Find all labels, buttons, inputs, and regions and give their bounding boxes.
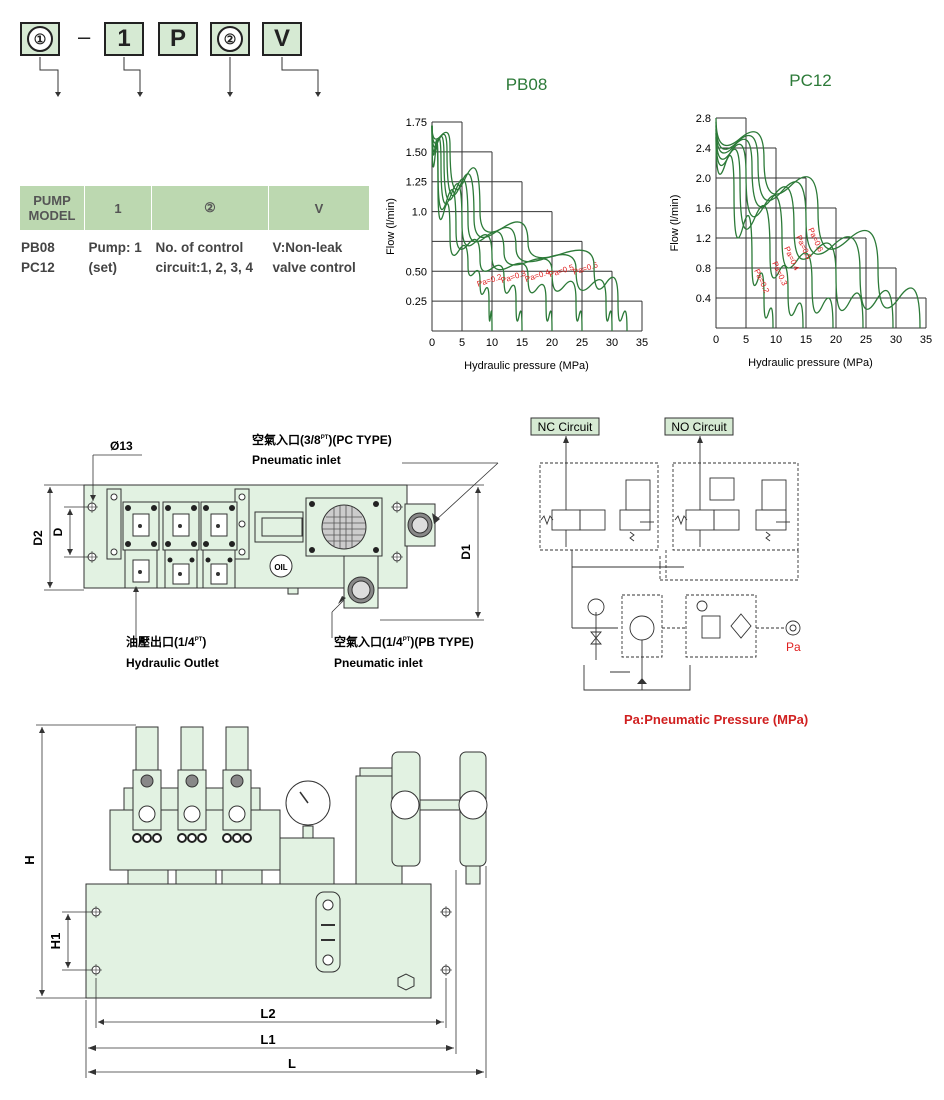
y-tick-0-3: 1.25 [406,177,427,189]
y-tick-1-0: 0.4 [696,293,711,305]
x-tick-0-1: 5 [459,337,465,349]
code-box-1: ① [20,22,60,56]
x-tick-1-1: 5 [743,334,749,346]
x-tick-1-7: 35 [920,334,932,346]
cell-circuits: No. of control circuit:1, 2, 3, 4 [155,240,254,275]
pump-grille-icon [321,504,367,550]
code-box-2: 1 [104,22,144,56]
dim-h: H [22,855,37,864]
valve-blocks [106,488,250,589]
model-table: PUMP MODEL 1 ② V PB08 PC12 Pump: 1 (set)… [20,186,370,279]
pb-inlet-en: Pneumatic inlet [334,656,423,670]
oil-level-gauge [315,891,341,973]
code-box-5: V [262,22,302,56]
code-box-4: ② [210,22,250,56]
dim-l2: L2 [260,1006,275,1021]
pc-inlet-en: Pneumatic inlet [252,453,341,467]
y-tick-1-6: 2.8 [696,113,711,125]
y-label-0: Flow (l/min) [385,198,397,255]
pa-label: Pa [786,640,801,654]
y-tick-1-4: 2.0 [696,173,711,185]
series-line-0-2 [431,125,553,332]
series-line-1-4 [715,121,894,329]
x-label-0: Hydraulic pressure (MPa) [464,360,589,372]
x-tick-0-0: 0 [429,337,435,349]
series-line-0-4 [431,125,613,332]
cell-valve: V:Non-leak valve control [272,240,356,275]
dim-d1: D1 [459,544,473,560]
y-tick-1-5: 2.4 [696,143,711,155]
code-dash: – [78,24,91,49]
x-tick-1-4: 20 [830,334,842,346]
dim-d2: D2 [31,530,45,546]
header-pump-model: PUMP MODEL [20,186,85,230]
dim-l: L [288,1056,296,1071]
x-tick-1-6: 30 [890,334,902,346]
series-line-1-2 [715,129,834,329]
nc-circuit-label: NC Circuit [538,420,593,434]
x-tick-1-2: 10 [770,334,782,346]
chart-title-0: PB08 [506,75,548,94]
dim-h1: H1 [48,933,63,950]
x-tick-0-4: 20 [546,337,558,349]
x-tick-1-5: 25 [860,334,872,346]
x-tick-0-2: 10 [486,337,498,349]
code-arrows [39,57,321,97]
x-tick-0-5: 25 [576,337,588,349]
y-tick-0-0: 0.25 [406,296,427,308]
hydraulic-schematic: NC Circuit NO Circuit [530,417,808,727]
model-pb08: PB08 [21,240,55,255]
series-line-1-5 [715,117,921,329]
oil-tank [85,883,432,999]
code-circle-2: ② [217,26,243,52]
model-pc12: PC12 [21,260,55,275]
cell-pump: Pump: 1 (set) [88,240,142,275]
y-label-1: Flow (l/min) [669,195,681,252]
hole-dia-label: Ø13 [110,439,133,453]
y-tick-1-1: 0.8 [696,263,711,275]
x-tick-0-6: 30 [606,337,618,349]
series-line-1-3 [715,125,864,329]
series-line-0-3 [431,125,583,332]
oil-label: OIL [274,563,287,572]
series-line-0-1 [431,125,523,332]
dim-d: D [51,527,65,536]
y-tick-0-2: 1.0 [412,207,427,219]
schematic-caption: Pa:Pneumatic Pressure (MPa) [624,712,808,727]
series-line-1-1 [715,132,804,329]
x-label-1: Hydraulic pressure (MPa) [748,357,873,369]
y-tick-0-1: 0.50 [406,266,427,278]
chart-title-1: PC12 [789,71,832,90]
front-view-drawing: OIL D2 D D1 Ø13 空氣入口(3/8PT)(PC TYPE) Pne… [31,432,499,670]
pc-inlet-label: 空氣入口(3/8PT)(PC TYPE) [252,432,392,447]
pb-inlet-label: 空氣入口(1/4PT)(PB TYPE) [334,634,474,649]
y-tick-1-2: 1.2 [696,233,711,245]
header-circuit: ② [151,186,269,230]
outlet-en: Hydraulic Outlet [126,656,219,670]
header-v: V [268,186,370,230]
x-tick-1-0: 0 [713,334,719,346]
outlet-label: 油壓出口(1/4PT) [126,634,206,649]
header-1: 1 [84,186,152,230]
solenoid-valves [132,726,252,843]
y-tick-0-4: 1.50 [406,147,427,159]
cell-models: PB08 PC12 [20,230,85,279]
no-circuit-label: NO Circuit [671,420,727,434]
y-tick-1-3: 1.6 [696,203,711,215]
x-tick-1-3: 15 [800,334,812,346]
y-tick-0-5: 1.75 [406,117,427,129]
x-tick-0-3: 15 [516,337,528,349]
x-tick-0-7: 35 [636,337,648,349]
code-box-3: P [158,22,198,56]
dim-l1: L1 [260,1032,275,1047]
code-circle-1: ① [27,26,53,52]
series-line-0-5 [431,125,628,332]
